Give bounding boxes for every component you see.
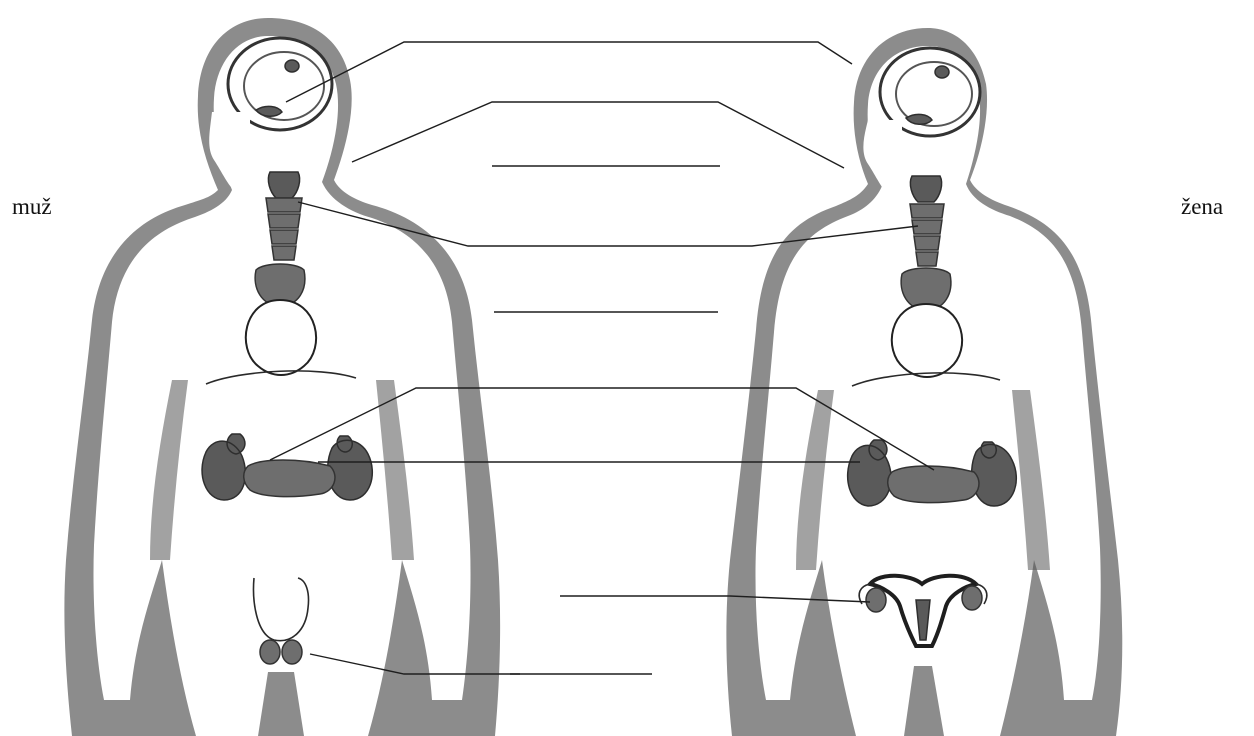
answer-blanks (492, 166, 720, 674)
female-figure (726, 28, 1122, 736)
female-ovary-left (866, 588, 886, 612)
female-heart-outline (892, 304, 962, 377)
female-ovary-right (962, 586, 982, 610)
pointer-line-pineal-male (286, 42, 852, 102)
female-pineal-gland (935, 66, 949, 78)
male-heart-outline (246, 300, 316, 375)
male-testis-left (260, 640, 280, 664)
male-testis-right (282, 640, 302, 664)
male-figure (64, 18, 500, 736)
pointer-line-pituitary-female (352, 102, 844, 168)
male-pineal-gland (285, 60, 299, 72)
female-thyroid (910, 176, 941, 202)
male-pancreas (244, 460, 335, 497)
female-pancreas (888, 466, 979, 503)
male-thyroid (268, 172, 299, 198)
